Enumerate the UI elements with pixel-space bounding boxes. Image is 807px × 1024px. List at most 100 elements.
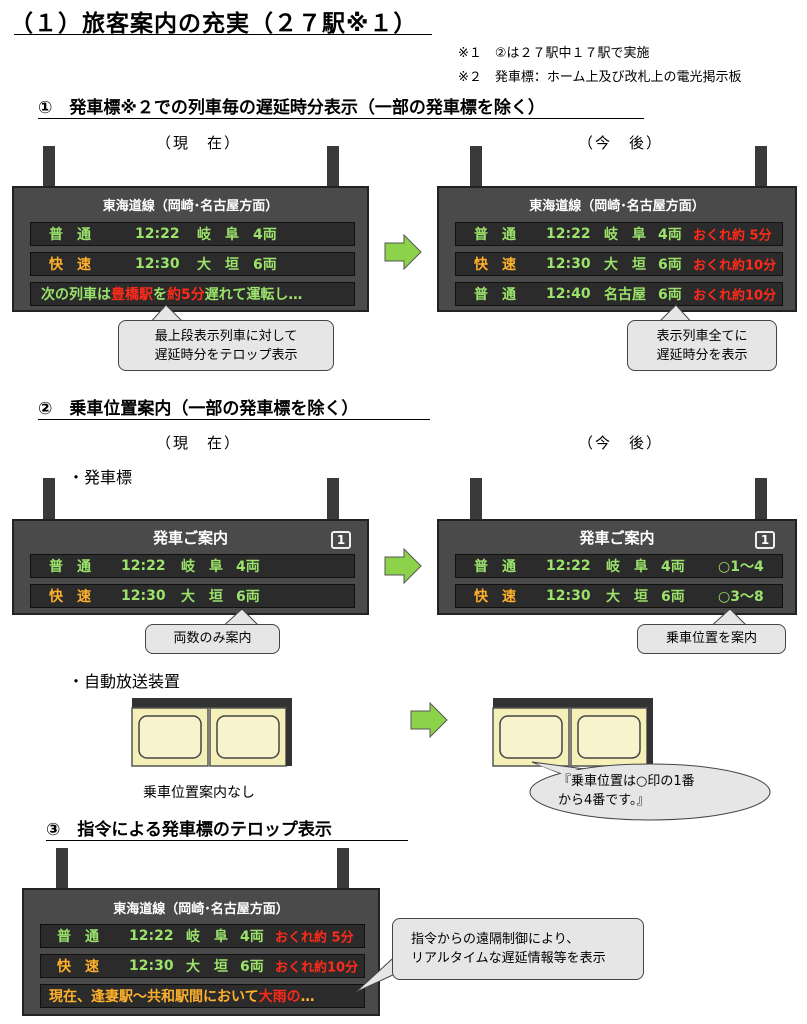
section1-future-label: （今 後）: [578, 134, 664, 152]
board-post: [327, 146, 339, 188]
train-row: 快 速 12:30 大 垣 6両: [30, 252, 355, 276]
speech-line: から4番です。』: [558, 793, 650, 808]
train-row: 快 速 12:30 大 垣 6両 おくれ約10分: [40, 954, 365, 978]
train-type: 快 速: [474, 589, 516, 605]
train-time: 12:30: [546, 588, 591, 604]
departure-board-now-2: 発車ご案内 1 普 通 12:22 岐 阜 4両 快 速 12:30 大 垣 6…: [12, 519, 369, 615]
board-post: [56, 848, 68, 890]
boarding-position: ○3～8: [718, 589, 764, 605]
departure-board-now: 東海道線（岡崎･名古屋方面） 普 通 12:22 岐 阜 4両 快 速 12:3…: [12, 186, 369, 312]
ticker-row: 次の列車は豊橋駅を約5分遅れて運転し…: [30, 282, 355, 306]
train-time: 12:22: [546, 226, 591, 242]
platform-number: 1: [331, 531, 351, 549]
train-cars: 6両: [240, 959, 264, 975]
departure-board-dispatch: 東海道線（岡崎･名古屋方面） 普 通 12:22 岐 阜 4両 おくれ約 5分 …: [22, 888, 380, 1016]
board-title: 発車ご案内: [579, 529, 655, 547]
ticker-text: 次の列車は豊橋駅を約5分遅れて運転し…: [41, 287, 303, 303]
board-post: [43, 478, 55, 520]
board-title: 東海道線（岡崎･名古屋方面）: [102, 199, 279, 214]
train-dest: 大 垣: [186, 959, 228, 975]
board-post: [327, 478, 339, 520]
train-type: 快 速: [57, 959, 99, 975]
train-delay: おくれ約10分: [693, 288, 777, 304]
train-cars: 6両: [661, 589, 685, 605]
train-row: 普 通 12:22 岐 阜 4両 おくれ約 5分: [455, 222, 783, 246]
train-cars: 4両: [658, 227, 682, 243]
train-row: 快 速 12:30 大 垣 6両 ○3～8: [455, 584, 783, 608]
arrow-right-icon: [384, 548, 422, 584]
callout-line: 指令からの遠隔制御により、: [411, 932, 580, 947]
callout-dispatch: 指令からの遠隔制御により、 リアルタイムな遅延情報等を表示: [392, 918, 644, 980]
board-post: [43, 146, 55, 188]
board-post: [470, 478, 482, 520]
section1-heading: ① 発車標※２での列車毎の遅延時分表示（一部の発車標を除く）: [38, 98, 545, 118]
boarding-position: ○1～4: [718, 559, 764, 575]
board-post: [337, 848, 349, 890]
train-row: 普 通 12:22 岐 阜 4両: [30, 222, 355, 246]
speaker-icon: [131, 698, 292, 767]
callout-now: 最上段表示列車に対して 遅延時分をテロップ表示: [118, 320, 334, 371]
train-cars: 4両: [253, 227, 277, 243]
train-time: 12:40: [546, 286, 591, 302]
board-title: 東海道線（岡崎･名古屋方面）: [113, 902, 289, 917]
train-type: 普 通: [474, 559, 516, 575]
train-cars: 6両: [253, 257, 277, 273]
board-post: [755, 146, 767, 188]
train-type: 快 速: [474, 257, 516, 273]
note-2: ※２ 発車標：ホーム上及び改札上の電光掲示板: [458, 70, 742, 85]
train-delay: おくれ約10分: [275, 960, 359, 976]
callout-future: 表示列車全てに 遅延時分を表示: [627, 320, 777, 371]
callout-now-2: 両数のみ案内: [145, 624, 280, 654]
train-dest: 岐 阜: [181, 559, 223, 575]
train-time: 12:30: [546, 256, 591, 272]
train-cars: 4両: [240, 929, 264, 945]
train-cars: 6両: [658, 257, 682, 273]
speech-text: 『乗車位置は○印の1番 から4番です。』: [558, 772, 695, 810]
train-type: 普 通: [49, 227, 91, 243]
speech-bubble: [529, 761, 771, 821]
train-delay: おくれ約 5分: [693, 228, 772, 244]
section1-now-label: （現 在）: [156, 134, 242, 152]
section1-underline: [38, 118, 644, 119]
board-post: [470, 146, 482, 188]
speaker-icon: [492, 698, 653, 767]
train-cars: 6両: [658, 287, 682, 303]
train-dest: 大 垣: [181, 589, 223, 605]
train-dest: 岐 阜: [606, 559, 648, 575]
board-title: 東海道線（岡崎･名古屋方面）: [529, 199, 705, 214]
callout-line: リアルタイムな遅延情報等を表示: [411, 951, 606, 966]
train-cars: 4両: [661, 559, 685, 575]
train-row: 普 通 12:40 名古屋 6両 おくれ約10分: [455, 282, 783, 306]
section3-underline: [46, 840, 408, 841]
train-delay: おくれ約10分: [693, 258, 777, 274]
bullet-auto-broadcast: ・自動放送装置: [68, 672, 181, 691]
train-row: 普 通 12:22 岐 阜 4両: [30, 554, 355, 578]
train-cars: 4両: [236, 559, 260, 575]
section3-heading: ③ 指令による発車標のテロップ表示: [46, 820, 332, 840]
departure-board-future-2: 発車ご案内 1 普 通 12:22 岐 阜 4両 ○1～4 快 速 12:30 …: [437, 519, 797, 615]
board-title: 発車ご案内: [152, 529, 228, 547]
section2-now-label: （現 在）: [156, 434, 242, 452]
train-dest: 岐 阜: [197, 227, 239, 243]
callout-line: 最上段表示列車に対して: [154, 329, 298, 344]
ticker-row: 現在、逢妻駅～共和駅間において大雨の…: [40, 984, 365, 1008]
board-post: [755, 478, 767, 520]
arrow-right-icon: [384, 234, 422, 270]
train-dest: 大 垣: [197, 257, 239, 273]
train-dest: 大 垣: [606, 589, 648, 605]
no-position-guidance: 乗車位置案内なし: [143, 785, 255, 801]
train-time: 12:22: [546, 558, 591, 574]
page-title: （１）旅客案内の充実（２７駅※１）: [10, 11, 418, 37]
train-dest: 岐 阜: [604, 227, 646, 243]
arrow-right-icon: [410, 702, 448, 738]
train-time: 12:30: [135, 256, 180, 272]
callout-future-2: 乗車位置を案内: [637, 624, 786, 654]
train-row: 普 通 12:22 岐 阜 4両 おくれ約 5分: [40, 924, 365, 948]
train-type: 普 通: [474, 227, 516, 243]
train-dest: 名古屋: [604, 287, 646, 303]
train-time: 12:22: [121, 558, 166, 574]
title-underline: [14, 34, 432, 35]
section2-heading: ② 乗車位置案内（一部の発車標を除く）: [38, 399, 359, 419]
platform-number: 1: [755, 531, 775, 549]
speech-line: 『乗車位置は○印の1番: [558, 774, 695, 789]
